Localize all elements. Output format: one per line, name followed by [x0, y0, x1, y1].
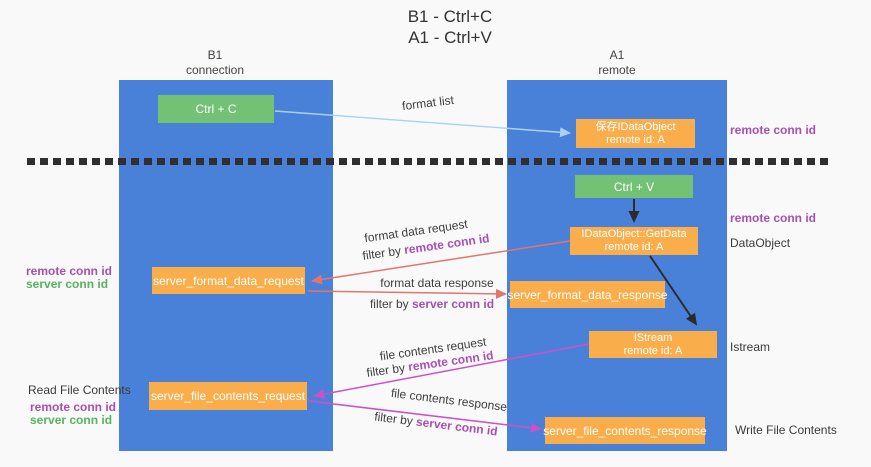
filter-by-text: filter by — [365, 360, 410, 380]
node-save-idataobject-line2: remote id: A — [606, 133, 665, 146]
label-write-file-contents: Write File Contents — [735, 423, 837, 437]
edge-label-file-response-filter: filter by server conn id — [374, 409, 499, 438]
node-getdata-line1: IDataObject::GetData — [581, 228, 687, 240]
edge-label-format-list: format list — [401, 92, 455, 114]
title-line-2: A1 - Ctrl+V — [408, 28, 492, 47]
node-server-file-contents-response: server_file_contents_response — [543, 417, 707, 444]
node-ctrl-c: Ctrl + C — [158, 95, 274, 123]
label-remote-conn-id-mid-right: remote conn id — [730, 211, 817, 225]
filter-by-text: filter by — [369, 297, 412, 311]
diagram-title: B1 - Ctrl+C A1 - Ctrl+V — [330, 6, 570, 48]
edge-label-file-contents-response: file contents response — [390, 385, 508, 415]
node-server-format-data-response: server_format_data_response — [507, 281, 668, 308]
node-ctrl-v-label: Ctrl + V — [613, 179, 655, 194]
filter-by-text: filter by — [361, 243, 406, 263]
lane-b1-name: B1 — [207, 48, 223, 62]
node-ctrl-v: Ctrl + V — [575, 175, 693, 198]
node-save-idataobject-line1: 保存IDataObject — [595, 120, 676, 133]
label-conn-ids-left-bottom: remote conn id server conn id — [30, 401, 116, 427]
node-istream: IStream remote id: A — [589, 331, 717, 358]
label-server-conn-id-left-1: server conn id — [26, 277, 109, 291]
edge-label-format-data-response: format data response — [380, 276, 494, 290]
label-remote-conn-id-top-right: remote conn id — [730, 123, 817, 137]
lane-header-b1: B1 connection — [155, 48, 275, 78]
label-server-conn-id-left-2: server conn id — [30, 413, 113, 427]
label-remote-conn-id-left-2: remote conn id — [30, 400, 117, 414]
filter-by-text: filter by — [373, 409, 417, 429]
label-conn-ids-left-top: remote conn id server conn id — [26, 265, 112, 291]
server-conn-id-key: server conn id — [411, 297, 495, 311]
node-getdata-line2: remote id: A — [604, 241, 664, 253]
node-idataobject-getdata: IDataObject::GetData remote id: A — [570, 227, 698, 255]
label-istream: Istream — [730, 340, 771, 354]
label-remote-conn-id-left-1: remote conn id — [26, 264, 113, 278]
node-ctrl-c-label: Ctrl + C — [195, 102, 237, 116]
node-file-response-label: server_file_contents_response — [543, 423, 707, 438]
node-format-request-label: server_format_data_request — [153, 273, 304, 288]
dashed-divider-line — [27, 158, 833, 165]
lane-b1-subtitle: connection — [185, 63, 245, 77]
label-dataobject: DataObject — [730, 236, 791, 250]
title-line-1: B1 - Ctrl+C — [407, 7, 493, 26]
node-format-response-label: server_format_data_response — [507, 287, 668, 302]
lane-a1-name: A1 — [609, 48, 625, 62]
node-istream-line2: remote id: A — [623, 344, 683, 357]
server-conn-id-key: server conn id — [415, 414, 499, 439]
node-server-file-contents-request: server_file_contents_request — [149, 382, 307, 410]
node-server-format-data-request: server_format_data_request — [152, 267, 305, 294]
label-read-file-contents: Read File Contents — [28, 383, 131, 397]
arrow-format-data-response — [307, 288, 507, 299]
lane-a1-subtitle: remote — [598, 63, 636, 77]
lane-header-a1: A1 remote — [557, 48, 677, 78]
node-save-idataobject: 保存IDataObject remote id: A — [576, 119, 695, 148]
node-istream-line1: IStream — [633, 331, 673, 344]
node-file-request-label: server_file_contents_request — [150, 389, 306, 403]
edge-label-format-response-filter: filter by server conn id — [370, 297, 494, 311]
